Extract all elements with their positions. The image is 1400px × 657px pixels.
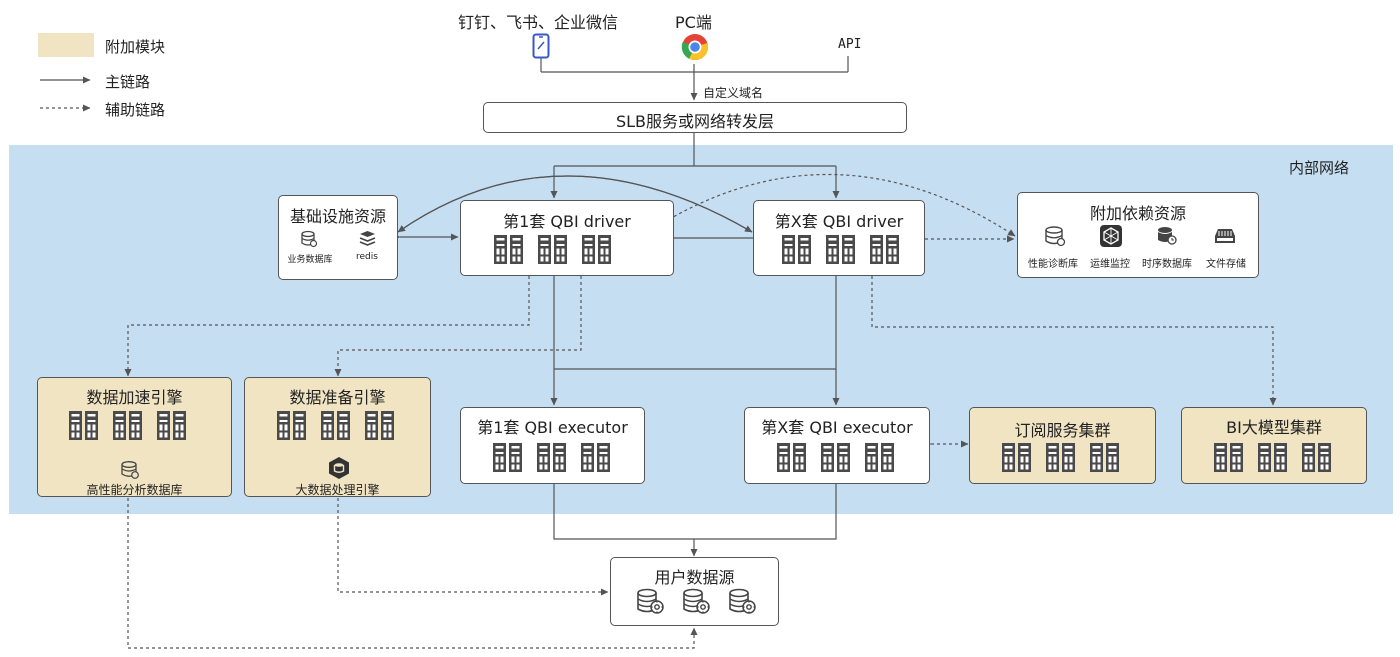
llm-title: BI大模型集群 bbox=[1226, 418, 1322, 437]
slb-layer: SLB服务或网络转发层 bbox=[483, 102, 907, 133]
server-icon bbox=[493, 234, 524, 265]
qbi-driver-1-box: 第1套 QBI driver bbox=[460, 200, 674, 276]
file-storage-label: 文件存储 bbox=[1206, 259, 1246, 270]
server-icon bbox=[820, 442, 851, 473]
custom-domain-label: 自定义域名 bbox=[703, 86, 764, 100]
accel-sub-label: 高性能分析数据库 bbox=[86, 483, 183, 497]
database-icon bbox=[301, 230, 318, 248]
accel-title: 数据加速引擎 bbox=[86, 388, 183, 407]
executor-1-title: 第1套 QBI executor bbox=[477, 418, 628, 437]
redis-label: redis bbox=[356, 252, 378, 262]
executor-x-title: 第X套 QBI executor bbox=[761, 418, 913, 437]
qbi-executor-x-box: 第X套 QBI executor bbox=[744, 407, 930, 484]
server-icon bbox=[581, 234, 612, 265]
business-db-label: 业务数据库 bbox=[287, 255, 333, 265]
server-icon bbox=[825, 234, 856, 265]
db-settings-icon bbox=[682, 587, 711, 616]
user-data-source-box: 用户数据源 bbox=[610, 557, 779, 626]
driver-x-title: 第X套 QBI driver bbox=[774, 212, 904, 231]
server-icon bbox=[68, 410, 99, 441]
big-data-engine-icon bbox=[329, 457, 349, 479]
server-icon bbox=[781, 234, 812, 265]
slb-label: SLB服务或网络转发层 bbox=[615, 112, 775, 131]
legend-main-label: 主链路 bbox=[105, 73, 151, 91]
server-icon bbox=[580, 442, 611, 473]
server-icon bbox=[1213, 442, 1244, 473]
driver-1-title: 第1套 QBI driver bbox=[503, 212, 631, 231]
im-clients-label: 钉钉、飞书、企业微信 bbox=[458, 13, 619, 32]
db-settings-icon bbox=[636, 587, 665, 616]
db-settings-icon bbox=[728, 587, 757, 616]
qbi-driver-x-box: 第X套 QBI driver bbox=[753, 200, 925, 276]
server-icon bbox=[1301, 442, 1332, 473]
data-accel-engine-box: 数据加速引擎 高性能分析数据库 bbox=[37, 377, 232, 497]
userdata-title: 用户数据源 bbox=[654, 568, 735, 587]
server-icon bbox=[869, 234, 900, 265]
server-icon bbox=[364, 410, 395, 441]
perf-db-icon bbox=[1045, 226, 1066, 247]
qbi-executor-1-box: 第1套 QBI executor bbox=[460, 407, 645, 484]
subscribe-title: 订阅服务集群 bbox=[1014, 421, 1111, 440]
server-icon bbox=[776, 442, 807, 473]
server-icon bbox=[156, 410, 187, 441]
internal-network-label: 内部网络 bbox=[1289, 159, 1350, 177]
infra-resources-box: 基础设施资源 业务数据库 redis bbox=[278, 195, 398, 280]
server-icon bbox=[1045, 442, 1076, 473]
server-icon bbox=[1089, 442, 1120, 473]
mobile-phone-icon bbox=[532, 33, 550, 59]
server-icon bbox=[112, 410, 143, 441]
perf-db-label: 性能诊断库 bbox=[1028, 259, 1078, 270]
file-storage-icon bbox=[1215, 229, 1235, 243]
legend-aux-label: 辅助链路 bbox=[105, 101, 166, 119]
server-icon bbox=[864, 442, 895, 473]
legend-addon-label: 附加模块 bbox=[105, 38, 166, 56]
server-icon bbox=[536, 442, 567, 473]
deps-title: 附加依赖资源 bbox=[1089, 204, 1186, 223]
redis-icon bbox=[359, 231, 376, 246]
analytics-db-icon bbox=[121, 461, 139, 479]
timeseries-db-icon bbox=[1158, 227, 1177, 245]
ops-monitor-label: 运维监控 bbox=[1090, 259, 1130, 270]
infra-title: 基础设施资源 bbox=[289, 207, 386, 226]
api-label: API bbox=[838, 37, 862, 52]
ts-db-label: 时序数据库 bbox=[1142, 259, 1192, 270]
server-icon bbox=[1257, 442, 1288, 473]
prep-title: 数据准备引擎 bbox=[289, 388, 386, 407]
server-icon bbox=[276, 410, 307, 441]
chrome-browser-icon bbox=[681, 34, 708, 61]
server-icon bbox=[492, 442, 523, 473]
server-icon bbox=[537, 234, 568, 265]
data-prep-engine-box: 数据准备引擎 大数据处理引擎 bbox=[244, 377, 431, 497]
pc-client-label: PC端 bbox=[675, 13, 712, 32]
server-icon bbox=[1001, 442, 1032, 473]
extra-deps-box: 附加依赖资源 性能诊断库 运维监控 时序数据库 文件存储 bbox=[1017, 192, 1259, 278]
bi-llm-cluster-box: BI大模型集群 bbox=[1181, 407, 1367, 484]
prep-sub-label: 大数据处理引擎 bbox=[295, 483, 380, 497]
legend-addon-swatch bbox=[38, 33, 94, 57]
monitoring-icon bbox=[1100, 225, 1122, 247]
subscription-cluster-box: 订阅服务集群 bbox=[969, 407, 1156, 484]
server-icon bbox=[320, 410, 351, 441]
